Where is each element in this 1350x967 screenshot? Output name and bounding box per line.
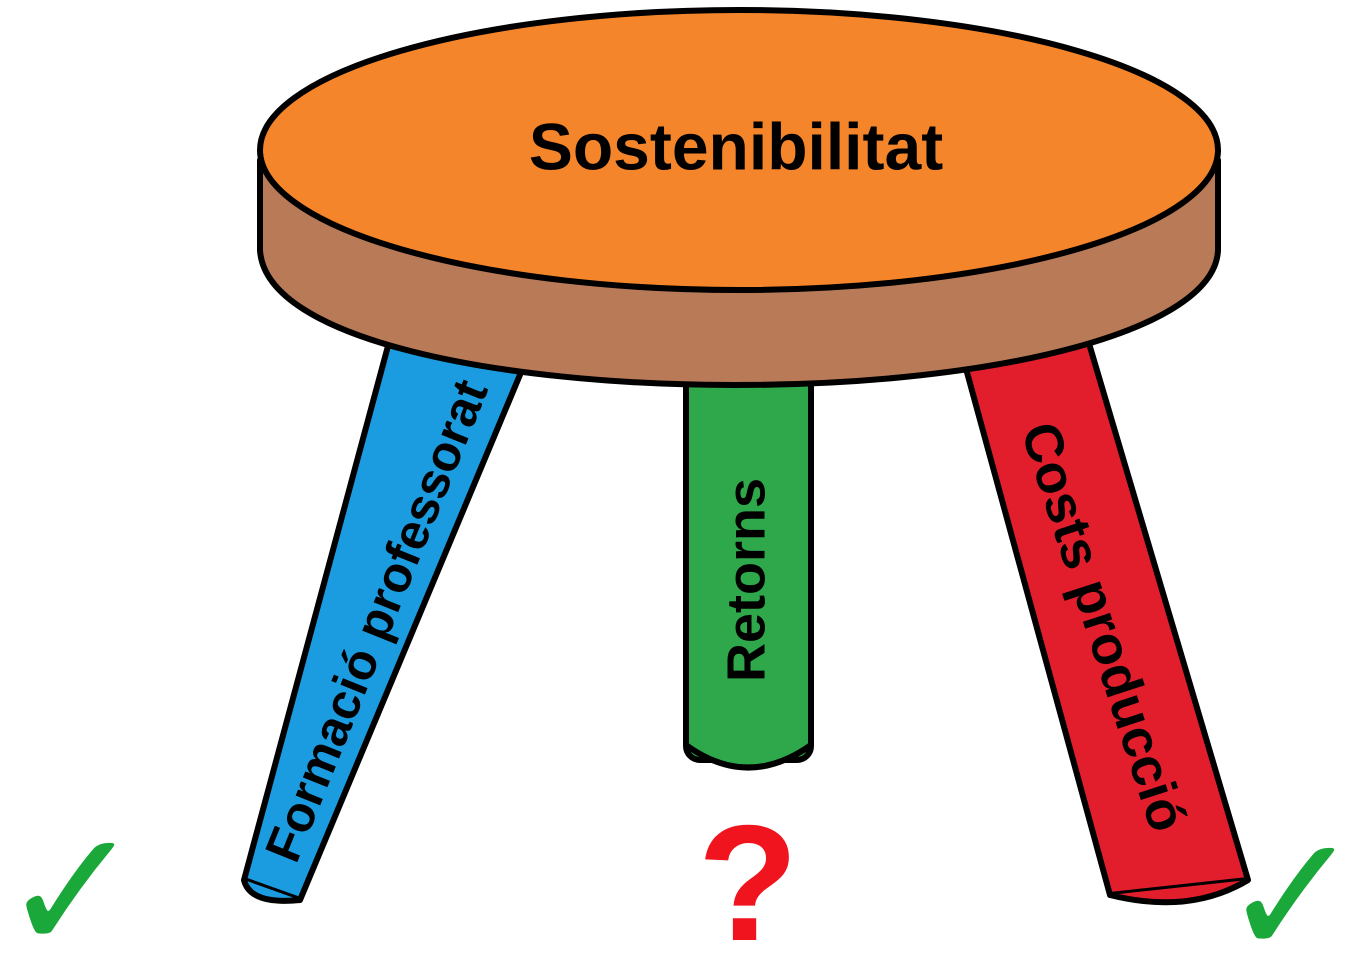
left-check-icon: ✓ [1, 793, 143, 967]
leg-middle-label: Retorns [716, 478, 776, 682]
leg-costs-produccio: Costs producció [962, 327, 1251, 906]
leg-right-end [1109, 877, 1250, 906]
leg-retorns: Retorns [683, 367, 814, 771]
question-mark-icon: ? [698, 791, 799, 967]
seat-label: Sostenibilitat [529, 109, 943, 183]
stool-seat: Sostenibilitat [257, 7, 1221, 388]
right-check-icon: ✓ [1221, 798, 1350, 967]
leg-middle-end [684, 742, 813, 771]
leg-left-end [241, 879, 301, 904]
seat-top [257, 7, 1221, 293]
leg-formacio-professorat: Formació professorat [241, 317, 525, 904]
